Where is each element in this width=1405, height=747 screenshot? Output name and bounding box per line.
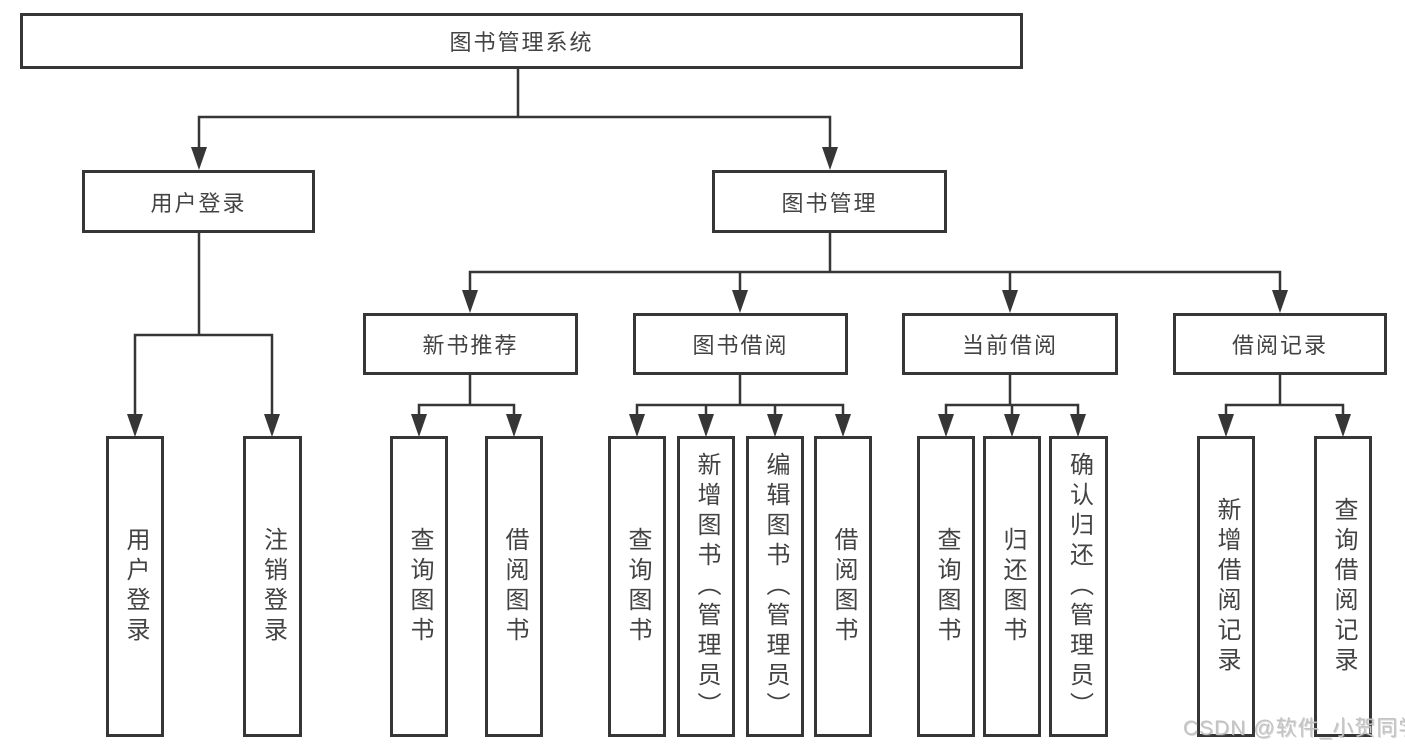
node-leaf-bb-add-book: 新增图书（管理员）	[677, 436, 735, 737]
node-leaf-bb-query-book: 查询图书	[608, 436, 666, 737]
node-borrow-records: 借阅记录	[1173, 313, 1387, 375]
arrowhead-down	[822, 147, 838, 170]
connector-root-to-level2	[197, 67, 832, 150]
connector-book-mgmt-to-level3	[468, 231, 1282, 294]
connector-book-borrow-children	[635, 373, 845, 418]
arrowhead-down	[1335, 414, 1351, 437]
connector-user-login-children	[133, 231, 274, 418]
arrowhead-down	[264, 414, 280, 437]
arrowhead-down	[411, 414, 427, 437]
node-new-book-recommend: 新书推荐	[363, 313, 578, 375]
connector-new-book-children	[417, 373, 516, 418]
arrowhead-down	[938, 414, 954, 437]
node-leaf-br-add-record: 新增借阅记录	[1197, 436, 1255, 737]
arrowhead-down	[1272, 290, 1288, 313]
arrowhead-down	[506, 414, 522, 437]
arrowhead-down	[629, 414, 645, 437]
node-current-borrow: 当前借阅	[902, 313, 1118, 375]
arrowhead-down	[1218, 414, 1234, 437]
node-leaf-user-login: 用户登录	[106, 436, 164, 737]
arrowhead-down	[1004, 414, 1020, 437]
node-system-root: 图书管理系统	[20, 13, 1023, 69]
arrowheads	[127, 147, 1351, 437]
node-leaf-logout: 注销登录	[243, 436, 302, 737]
node-leaf-cb-query-book: 查询图书	[917, 436, 975, 737]
node-leaf-cb-return-book: 归还图书	[983, 436, 1041, 737]
arrowhead-down	[698, 414, 714, 437]
node-book-borrow: 图书借阅	[633, 313, 848, 375]
arrowhead-down	[191, 147, 207, 170]
node-leaf-bb-borrow-book: 借阅图书	[814, 436, 872, 737]
arrowhead-down	[1070, 414, 1086, 437]
connector-paths	[133, 67, 1345, 418]
arrowhead-down	[1002, 290, 1018, 313]
arrowhead-down	[462, 290, 478, 313]
node-leaf-br-query-record: 查询借阅记录	[1314, 436, 1372, 737]
arrowhead-down	[835, 414, 851, 437]
arrowhead-down	[732, 290, 748, 313]
node-user-login: 用户登录	[82, 170, 315, 233]
node-leaf-cb-confirm-return: 确认归还（管理员）	[1049, 436, 1108, 737]
node-leaf-nb-borrow-book: 借阅图书	[485, 436, 543, 737]
connector-current-borrow-children	[944, 373, 1080, 418]
node-book-management: 图书管理	[712, 170, 947, 233]
node-leaf-bb-edit-book: 编辑图书（管理员）	[746, 436, 804, 737]
connector-borrow-records-children	[1224, 373, 1345, 418]
arrowhead-down	[767, 414, 783, 437]
arrowhead-down	[127, 414, 143, 437]
node-leaf-nb-query-book: 查询图书	[390, 436, 448, 737]
csdn-watermark: CSDN @软件_小贺同学	[1183, 717, 1405, 740]
